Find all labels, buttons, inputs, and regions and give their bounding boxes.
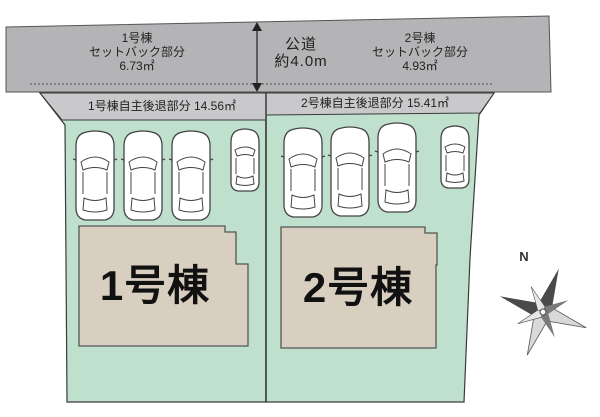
parking-car [327,126,373,217]
building-1-footprint [78,225,249,347]
retreat-label-2: 2号棟自主後退部分 15.41㎡ [300,96,450,110]
compass-north-label: N [519,249,529,264]
setback-1-area: 6.73㎡ [119,58,155,73]
parking-compact-car [440,125,470,189]
parking-car [374,122,420,213]
setback-1-title: セットバック部分 [88,44,185,59]
setback-1-building: 1号棟 [121,31,153,45]
setback-label-2: 2号棟 セットバック部分 4.93㎡ [355,31,485,73]
public-road [5,15,552,93]
setback-2-area: 4.93㎡ [402,58,438,73]
road-width-arrow [252,22,262,92]
road-width: 約4.0m [274,53,328,71]
compass-rose-icon [499,268,587,356]
parking-compact-car [230,128,260,192]
road-type: 公道 [284,36,317,53]
parking-car [72,130,118,221]
setback-label-1: 1号棟 セットバック部分 6.73㎡ [72,31,202,73]
parking-car [280,127,326,218]
setback-2-title: セットバック部分 [371,44,468,59]
parking-car [120,130,166,221]
building-2-footprint [280,226,438,349]
parking-car [168,130,214,221]
building-1-label: 1号棟 [99,262,211,309]
setback-2-building: 2号棟 [404,31,436,45]
building-2-label: 2号棟 [302,264,414,311]
retreat-label-1: 1号棟自主後退部分 14.56㎡ [87,99,237,113]
road-label: 公道 約4.0m [262,36,340,71]
